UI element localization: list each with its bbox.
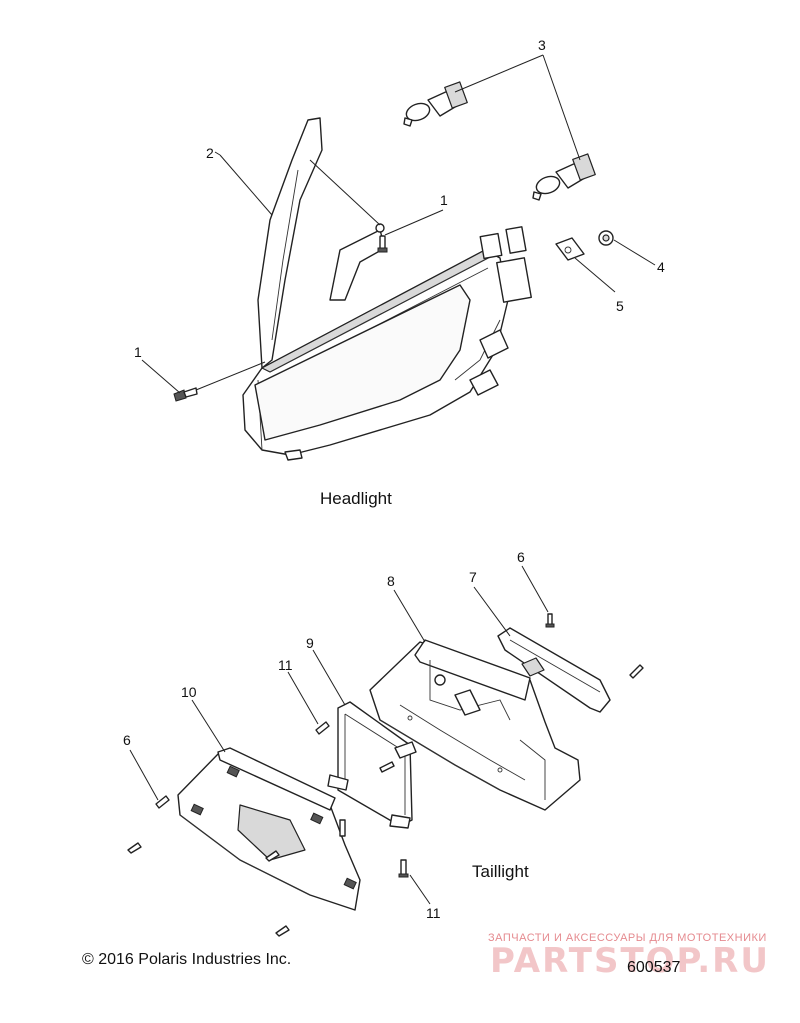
drawing-number: 600537 xyxy=(627,959,680,976)
screw-11-upper xyxy=(315,721,330,735)
screw-6-left xyxy=(155,795,170,809)
bracket-9 xyxy=(327,701,417,829)
screw-6-right xyxy=(629,664,644,679)
callout-9: 9 xyxy=(306,635,314,651)
watermark-logo: PARTSTOP.RU xyxy=(490,941,770,981)
copyright-text: © 2016 Polaris Industries Inc. xyxy=(82,951,291,968)
screw-11-mid xyxy=(339,761,395,837)
headlight-label: Headlight xyxy=(320,489,392,508)
taillight-housing-8 xyxy=(369,639,581,811)
callout-11-top: 11 xyxy=(278,657,293,673)
screw-6-bottom xyxy=(275,925,290,937)
callout-7: 7 xyxy=(469,569,477,585)
taillight-label: Taillight xyxy=(472,862,529,881)
plate-bracket-10 xyxy=(177,747,361,911)
watermark-tagline: ЗАПЧАСТИ И АКСЕССУАРЫ ДЛЯ МОТОТЕХНИКИ xyxy=(488,932,767,944)
clip-5 xyxy=(555,237,585,261)
screw-6-lower-left xyxy=(127,842,142,854)
screw-6-mid xyxy=(265,850,280,862)
callout-6-left: 6 xyxy=(123,732,131,748)
bolt-1-top xyxy=(377,235,388,253)
callout-1-top: 1 xyxy=(440,192,448,208)
callout-1-left: 1 xyxy=(134,344,142,360)
screw-6-upper-right xyxy=(545,613,555,628)
callout-10: 10 xyxy=(181,684,197,700)
callout-8: 8 xyxy=(387,573,395,589)
callout-3: 3 xyxy=(538,37,546,53)
nut-4 xyxy=(598,230,614,246)
taillight-lens-7 xyxy=(497,627,611,713)
callout-6-top: 6 xyxy=(517,549,525,565)
bulb-3-lower xyxy=(532,153,596,201)
leader-lines xyxy=(129,54,656,905)
callout-11-bottom: 11 xyxy=(426,905,441,921)
headlight-assembly xyxy=(242,117,532,461)
callout-2: 2 xyxy=(206,145,214,161)
callout-5: 5 xyxy=(616,298,624,314)
callout-4: 4 xyxy=(657,259,665,275)
screw-11-lower xyxy=(398,859,409,878)
bulb-3-upper xyxy=(403,81,468,127)
bolt-1-left xyxy=(173,387,198,402)
